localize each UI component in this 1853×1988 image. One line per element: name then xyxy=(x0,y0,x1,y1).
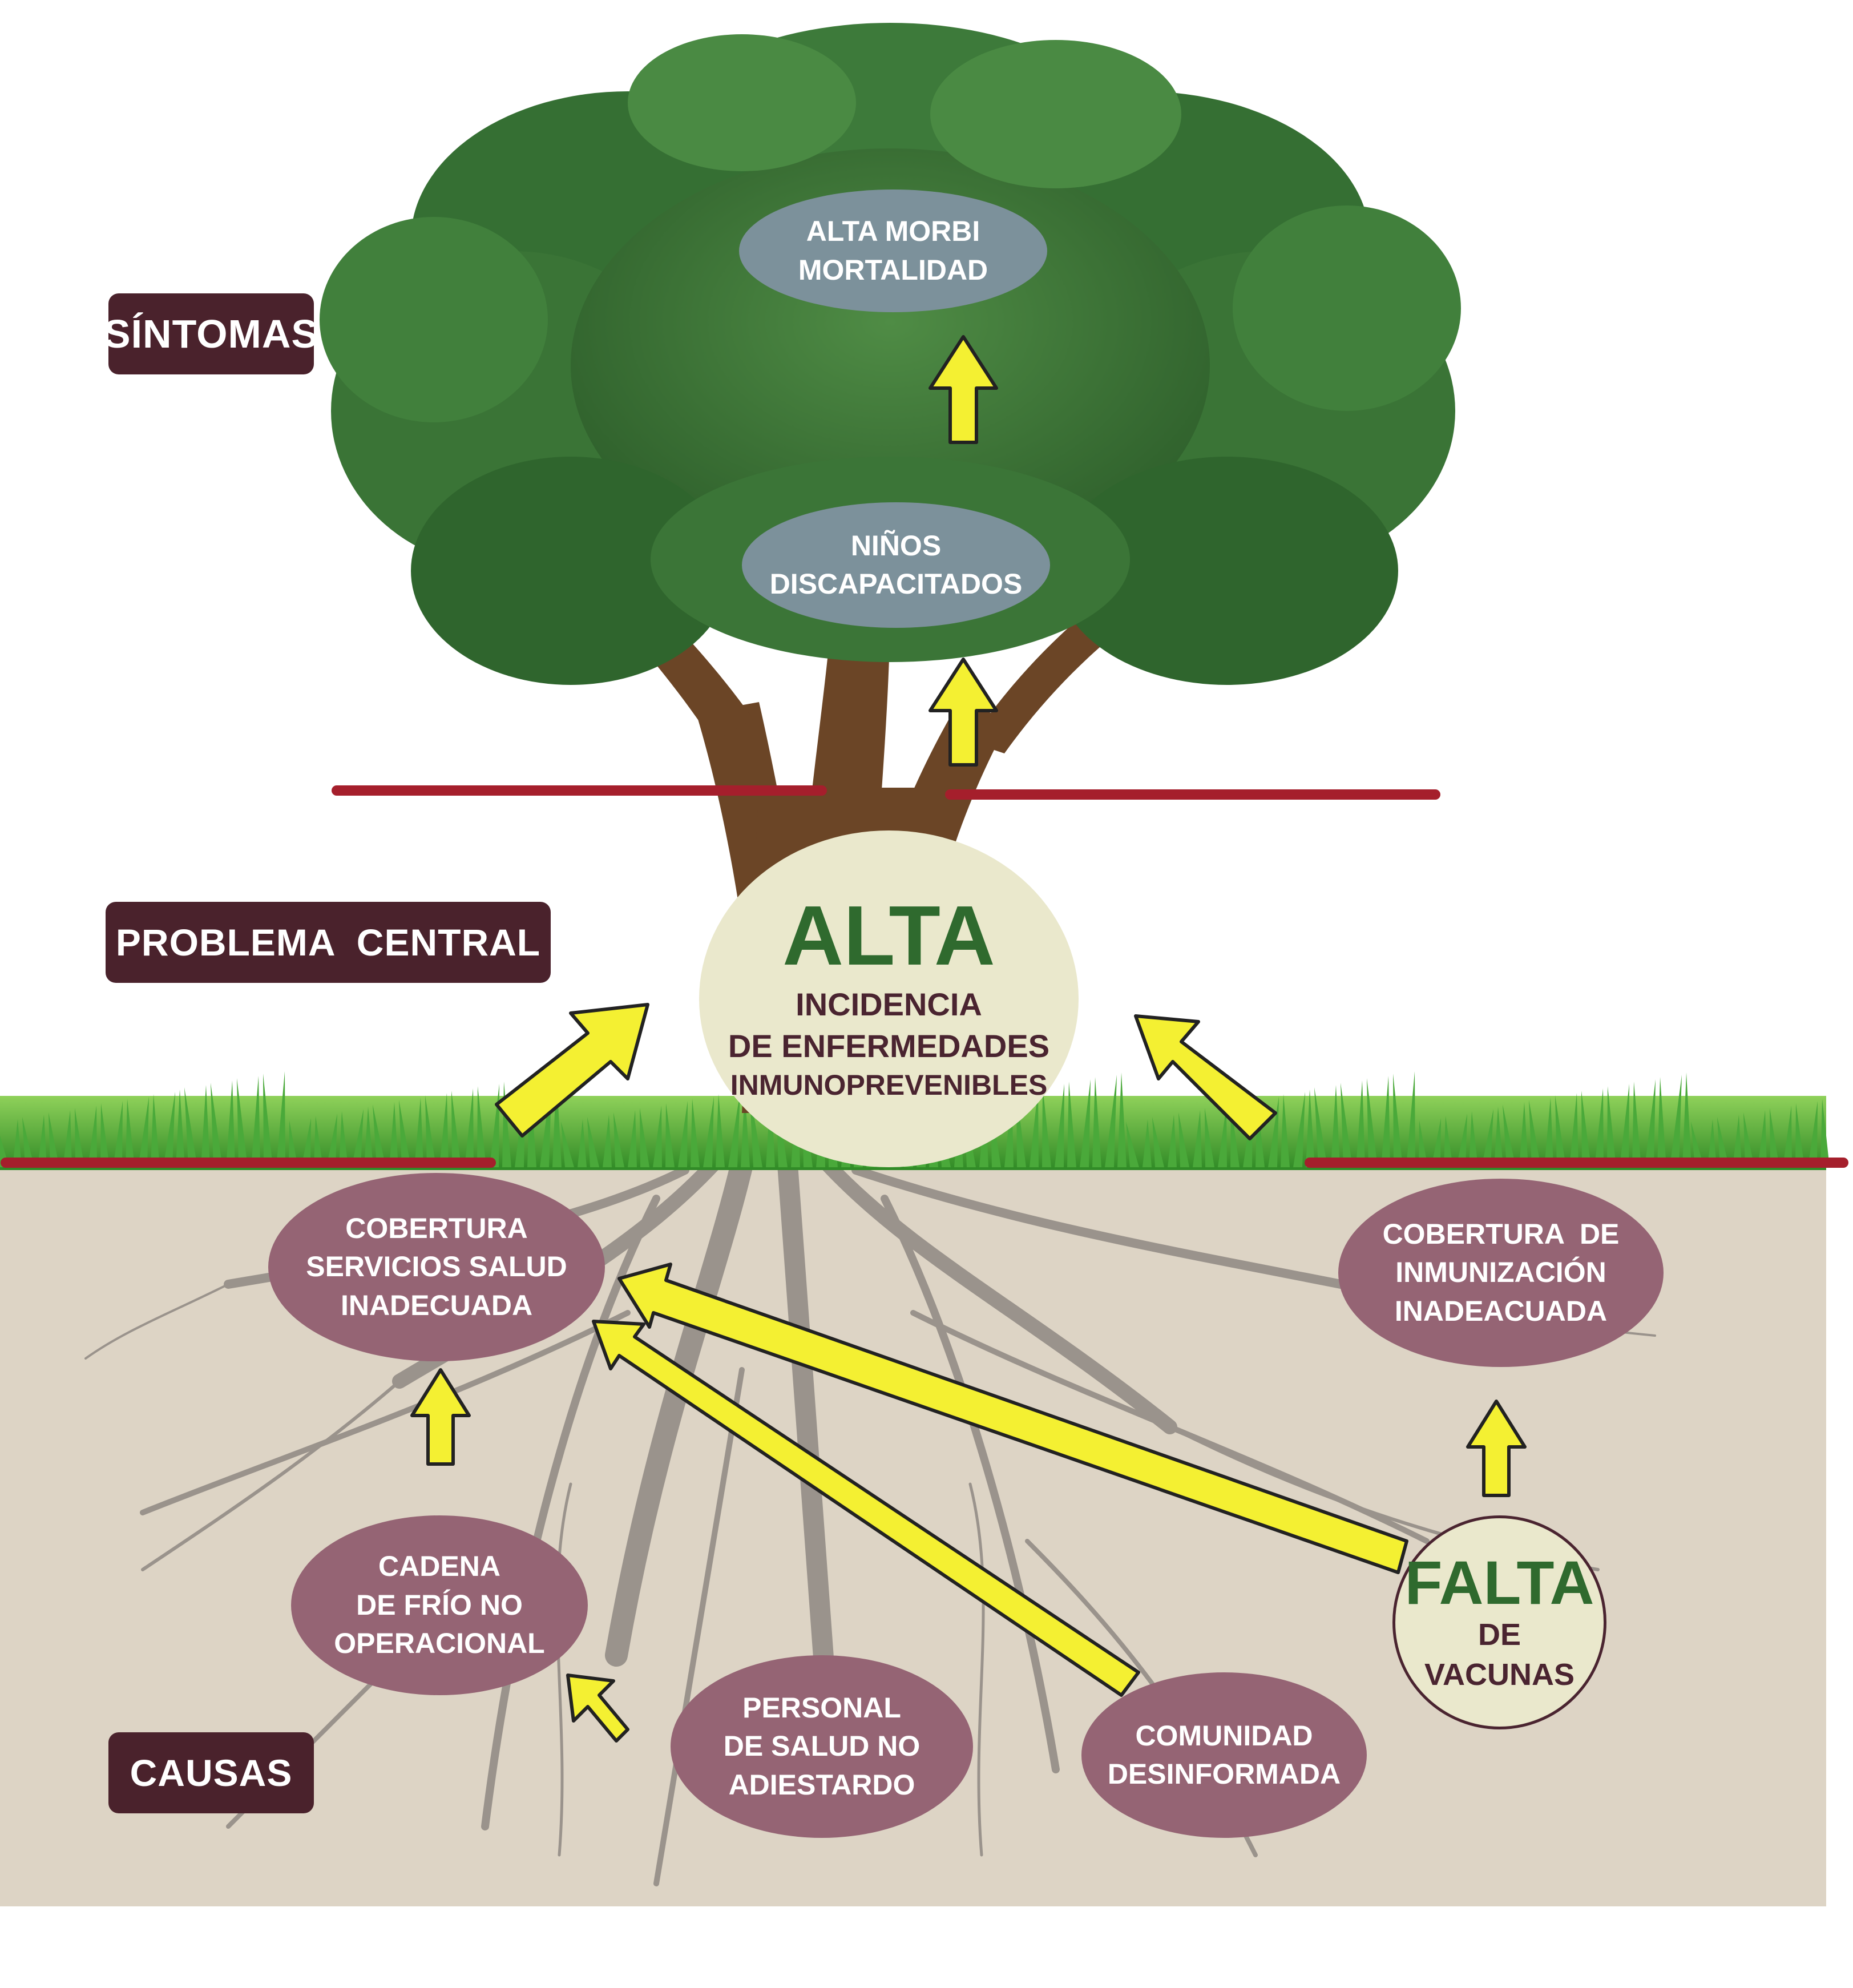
cause-uninformed-community: COMUNIDAD DESINFORMADA xyxy=(1081,1672,1367,1838)
cause-lack-of-vaccines: FALTA DE VACUNAS xyxy=(1392,1515,1606,1729)
arrow-staff-to-cold-chain xyxy=(566,1674,629,1743)
cause-cold-chain-line-1: CADENA xyxy=(378,1550,500,1583)
cause-community-line-1: COMUNIDAD xyxy=(1135,1719,1313,1752)
arrow-center-left xyxy=(495,1003,649,1138)
symptom-disabled-children-line-1: NIÑOS xyxy=(850,529,942,562)
arrow-community-to-health xyxy=(592,1320,1140,1697)
arrow-up-cause-right xyxy=(1466,1400,1527,1497)
arrow-up-middle xyxy=(928,658,998,767)
symptom-high-morbimortality: ALTA MORBI MORTALIDAD xyxy=(739,189,1047,312)
symptom-high-morbimortality-line-1: ALTA MORBI xyxy=(806,215,980,247)
symptom-disabled-children: NIÑOS DISCAPACITADOS xyxy=(742,502,1050,628)
central-problem-line-2: DE ENFERMEDADES xyxy=(728,1027,1050,1064)
arrows xyxy=(410,335,1527,1743)
symptom-disabled-children-line-2: DISCAPACITADOS xyxy=(769,568,1023,600)
cause-cold-chain: CADENA DE FRÍO NO OPERACIONAL xyxy=(291,1515,588,1695)
label-symptoms: SÍNTOMAS xyxy=(104,293,318,374)
symptom-high-morbimortality-line-2: MORTALIDAD xyxy=(798,253,988,286)
central-problem-line-3: INMUNOPREVENIBLES xyxy=(730,1069,1048,1102)
cause-health-services: COBERTURA SERVICIOS SALUD INADECUADA xyxy=(268,1173,605,1361)
cause-staff-line-3: ADIESTARDO xyxy=(728,1768,915,1801)
arrow-up-cause-left xyxy=(410,1368,471,1466)
cause-immunization-coverage: COBERTURA DE INMUNIZACIÓN INADEACUADA xyxy=(1338,1179,1664,1367)
arrow-up-top xyxy=(928,335,998,444)
cause-untrained-staff: PERSONAL DE SALUD NO ADIESTARDO xyxy=(671,1655,973,1838)
cause-cold-chain-line-3: OPERACIONAL xyxy=(334,1627,545,1660)
cause-community-line-2: DESINFORMADA xyxy=(1107,1758,1341,1790)
cause-vaccines-line-1: DE xyxy=(1477,1618,1521,1652)
cause-immunization-line-2: INMUNIZACIÓN xyxy=(1395,1256,1606,1289)
label-causes: CAUSAS xyxy=(108,1732,314,1813)
label-central-problem: PROBLEMA CENTRAL xyxy=(106,902,551,983)
cause-staff-line-2: DE SALUD NO xyxy=(723,1730,921,1763)
cause-vaccines-headline: FALTA xyxy=(1404,1547,1594,1617)
arrow-vaccines-to-health xyxy=(617,1263,1408,1574)
cause-staff-line-1: PERSONAL xyxy=(742,1691,901,1724)
cause-immunization-line-1: COBERTURA DE xyxy=(1382,1217,1620,1250)
central-problem-headline: ALTA xyxy=(782,888,995,983)
central-problem-line-1: INCIDENCIA xyxy=(796,986,982,1022)
divider-lines xyxy=(1,785,1848,1168)
cause-immunization-line-3: INADEACUADA xyxy=(1394,1295,1608,1327)
cause-vaccines-line-2: VACUNAS xyxy=(1424,1658,1575,1692)
tree-foliage xyxy=(320,23,1461,685)
cause-health-services-line-2: SERVICIOS SALUD xyxy=(306,1251,567,1283)
cause-cold-chain-line-2: DE FRÍO NO xyxy=(356,1588,523,1621)
cause-health-services-line-1: COBERTURA xyxy=(345,1212,528,1244)
cause-health-services-line-3: INADECUADA xyxy=(340,1289,533,1321)
arrow-center-right xyxy=(1134,1014,1277,1140)
central-problem-circle: ALTA INCIDENCIA DE ENFERMEDADES INMUNOPR… xyxy=(699,830,1079,1167)
